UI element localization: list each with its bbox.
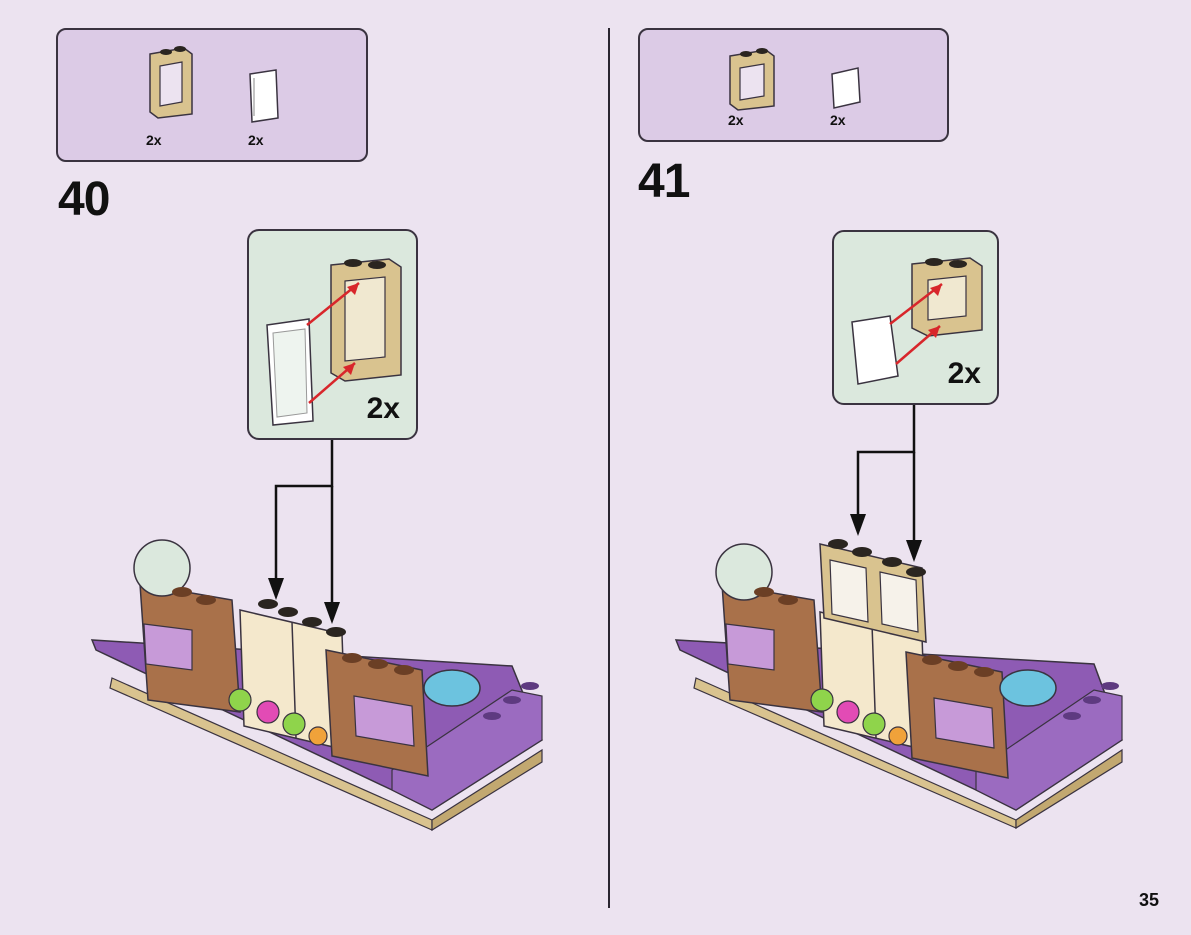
page-number: 35 xyxy=(1139,890,1159,911)
model-illustration-41 xyxy=(676,532,1136,828)
